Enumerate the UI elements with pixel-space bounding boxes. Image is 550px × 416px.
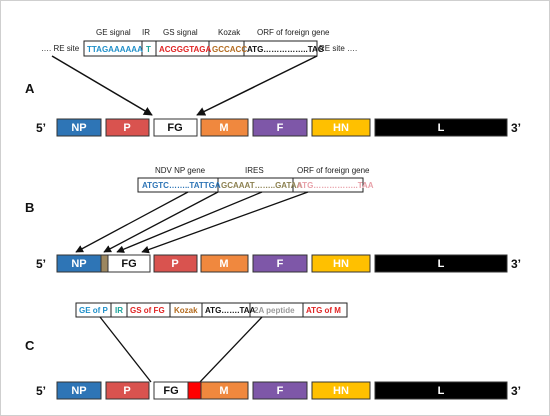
panel-a-seq-gs-signal: ACGGGTAGA bbox=[159, 45, 212, 54]
panel-c-seq-atg-of-m: ATG of M bbox=[306, 306, 341, 315]
panel-a-seq-ge-signal: TTAGAAAAAA bbox=[87, 45, 143, 54]
panel-c-connector-left bbox=[99, 316, 152, 383]
panel-b-gene-fg-label: FG bbox=[121, 258, 136, 270]
panel-b-arrow-3 bbox=[116, 191, 263, 253]
panel-c-gene-p bbox=[105, 381, 150, 400]
panel-b-ires-link bbox=[100, 254, 109, 273]
panel-c-gene-m bbox=[200, 381, 249, 400]
panel-b-gene-m bbox=[200, 254, 249, 273]
panel-c-gene-f bbox=[252, 381, 308, 400]
panel-a-gene-p bbox=[105, 118, 150, 137]
panel-a-gene-m bbox=[200, 118, 249, 137]
panel-a-gene-l-label: L bbox=[438, 122, 445, 134]
panel-c-connector-right bbox=[199, 316, 263, 383]
panel-b-arrow-4 bbox=[141, 191, 309, 254]
panel-a-seq-kozak: GCCACC bbox=[212, 45, 247, 54]
panel-c-three-prime: 3’ bbox=[511, 384, 521, 398]
panel-a-header-orf: ORF of foreign gene bbox=[257, 28, 330, 37]
panel-a-gene-p-label: P bbox=[123, 122, 130, 134]
panel-c-2a-insert bbox=[187, 381, 202, 400]
panel-a-gene-np bbox=[56, 118, 102, 137]
panel-a-gene-fg bbox=[153, 118, 198, 137]
panel-b-three-prime: 3’ bbox=[511, 257, 521, 271]
panel-c-gene-l bbox=[374, 381, 508, 400]
panel-a-five-prime: 5’ bbox=[36, 121, 46, 135]
panel-b-gene-f bbox=[252, 254, 308, 273]
panel-b: NDV NP gene IRES ORF of foreign gene ATG… bbox=[25, 166, 521, 273]
panel-a-gene-f bbox=[252, 118, 308, 137]
panel-b-seq-ires: GCAAAT……..GATAA bbox=[221, 181, 303, 190]
panel-a-arrow-left bbox=[51, 55, 153, 116]
panel-a-header-ge-signal: GE signal bbox=[96, 28, 131, 37]
panel-b-insert-box bbox=[137, 177, 364, 193]
panel-c-seq-2a-peptide: 2A peptide bbox=[254, 306, 295, 315]
panel-c-gene-f-label: F bbox=[277, 385, 284, 397]
panel-c-seq-orf: ATG…….TAA bbox=[205, 306, 256, 315]
panel-a: GE signal IR GS signal Kozak ORF of fore… bbox=[25, 28, 521, 137]
panel-b-header-orf: ORF of foreign gene bbox=[297, 166, 370, 175]
panel-c: GE of P IR GS of FG Kozak ATG…….TAA 2A p… bbox=[25, 302, 521, 400]
panel-a-gene-hn bbox=[311, 118, 371, 137]
panel-c-gene-hn-label: HN bbox=[333, 385, 349, 397]
panel-c-label: C bbox=[25, 338, 35, 353]
panel-a-label: A bbox=[25, 81, 35, 96]
panel-a-seq-orf: ATG……………..TAG bbox=[247, 45, 324, 54]
panel-c-seq-ir: IR bbox=[115, 306, 123, 315]
panel-c-gene-l-label: L bbox=[438, 385, 445, 397]
panel-b-gene-hn bbox=[311, 254, 371, 273]
panel-b-seq-orf: ATG……………..TAA bbox=[297, 181, 374, 190]
panel-b-gene-hn-label: HN bbox=[333, 258, 349, 270]
panel-c-insert-box bbox=[75, 302, 348, 318]
panel-c-gene-np bbox=[56, 381, 102, 400]
panel-b-arrow-2 bbox=[103, 191, 219, 253]
panel-a-three-prime: 3’ bbox=[511, 121, 521, 135]
panel-c-seq-gs-of-fg: GS of FG bbox=[130, 306, 165, 315]
panel-a-seq-ir: T bbox=[146, 45, 151, 54]
panel-a-gene-np-label: NP bbox=[71, 122, 86, 134]
panel-a-gene-fg-label: FG bbox=[167, 122, 182, 134]
panel-c-gene-np-label: NP bbox=[71, 385, 86, 397]
panel-a-left-re-site: …. RE site bbox=[41, 44, 80, 53]
panel-a-gene-m-label: M bbox=[219, 122, 228, 134]
panel-c-gene-p-label: P bbox=[123, 385, 130, 397]
panel-b-five-prime: 5’ bbox=[36, 257, 46, 271]
panel-b-gene-p bbox=[153, 254, 198, 273]
panel-c-seq-kozak: Kozak bbox=[174, 306, 198, 315]
panel-b-gene-fg bbox=[107, 254, 151, 273]
panel-b-gene-l bbox=[374, 254, 508, 273]
panel-b-gene-f-label: F bbox=[277, 258, 284, 270]
panel-a-gene-l bbox=[374, 118, 508, 137]
panel-b-gene-m-label: M bbox=[219, 258, 228, 270]
panel-b-gene-np-label: NP bbox=[71, 258, 86, 270]
panel-a-header-gs-signal: GS signal bbox=[163, 28, 198, 37]
panel-b-header-np-gene: NDV NP gene bbox=[155, 166, 206, 175]
panel-c-five-prime: 5’ bbox=[36, 384, 46, 398]
panel-c-gene-m-label: M bbox=[219, 385, 228, 397]
panel-b-arrow-1 bbox=[75, 191, 189, 253]
panel-a-header-ir: IR bbox=[142, 28, 150, 37]
panel-b-gene-p-label: P bbox=[171, 258, 178, 270]
panel-b-label: B bbox=[25, 200, 34, 215]
panel-c-seq-ge-of-p: GE of P bbox=[79, 306, 109, 315]
panel-a-header-kozak: Kozak bbox=[218, 28, 241, 37]
panel-c-gene-fg-label: FG bbox=[163, 385, 178, 397]
panel-a-gene-hn-label: HN bbox=[333, 122, 349, 134]
panel-b-seq-np: ATGTC……..TATTGA bbox=[142, 181, 221, 190]
panel-b-gene-l-label: L bbox=[438, 258, 445, 270]
panel-a-right-re-site: RE site …. bbox=[319, 44, 357, 53]
panel-b-header-ires: IRES bbox=[245, 166, 264, 175]
panel-c-gene-hn bbox=[311, 381, 371, 400]
panel-a-arrow-right bbox=[196, 55, 318, 116]
panel-a-gene-f-label: F bbox=[277, 122, 284, 134]
